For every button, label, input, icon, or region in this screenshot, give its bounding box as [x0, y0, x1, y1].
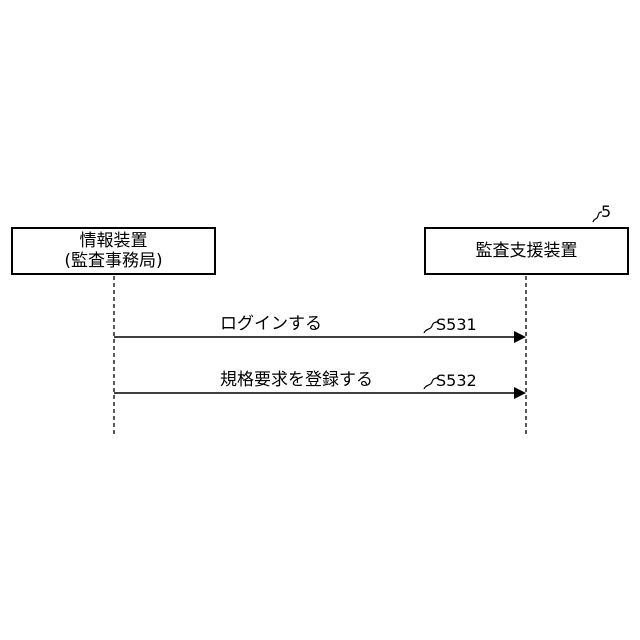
- actor-info-device-name: 情報装置: [80, 231, 148, 251]
- actor-audit-support-device-name: 監査支援装置: [476, 241, 578, 261]
- actor-info-device-subtitle: (監査事務局): [64, 251, 162, 271]
- arrowhead-1: [514, 331, 526, 343]
- message-label-2: 規格要求を登録する: [220, 370, 373, 390]
- actor-audit-support-device: 監査支援装置: [424, 227, 629, 275]
- arrowhead-2: [514, 387, 526, 399]
- step-label-2: S532: [436, 372, 477, 390]
- step-label-1: S531: [436, 316, 477, 334]
- reference-number: 5: [601, 203, 611, 221]
- message-label-1: ログインする: [220, 314, 322, 334]
- actor-info-device: 情報装置 (監査事務局): [11, 227, 216, 275]
